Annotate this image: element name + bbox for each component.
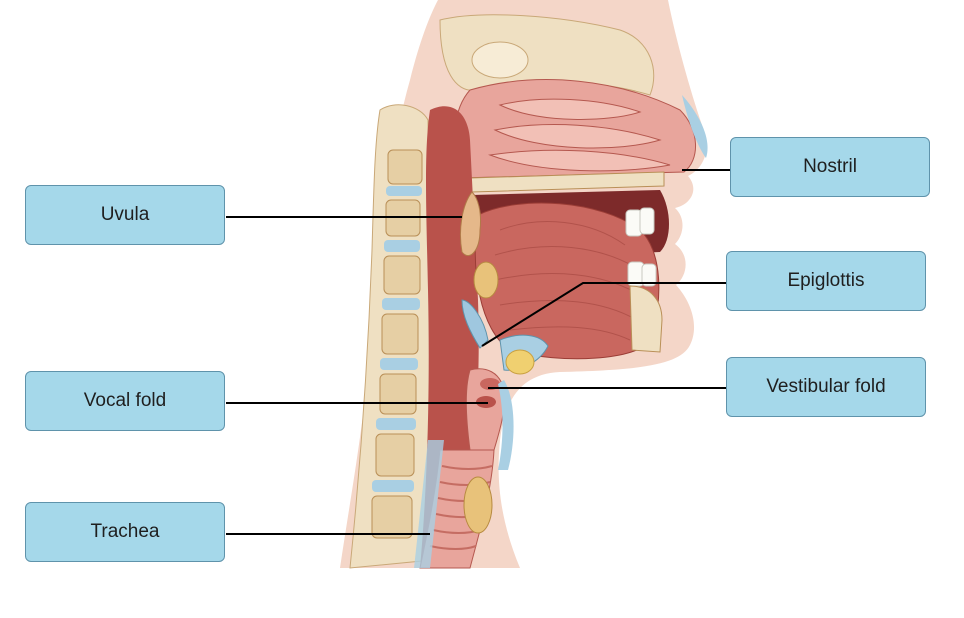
nostril-label-box[interactable]: Nostril [730, 137, 930, 197]
lingual-tonsil [473, 261, 499, 299]
thyroid-gland [463, 476, 493, 534]
nasal-cartilage [682, 95, 708, 158]
trachea-label-box[interactable]: Trachea [25, 502, 225, 562]
vertebrae [371, 149, 423, 539]
vocal-fold-label: Vocal fold [83, 390, 167, 411]
esophagus [414, 440, 444, 568]
epiglottis-label: Epiglottis [787, 270, 865, 291]
mandible [629, 285, 663, 353]
soft-palate [459, 191, 481, 257]
vestibular-fold-label-box[interactable]: Vestibular fold [726, 357, 926, 417]
vestibular-fold-label: Vestibular fold [766, 376, 886, 397]
nostril-label: Nostril [803, 156, 857, 177]
sphenoid-sinus [471, 41, 529, 79]
trachea-label: Trachea [90, 521, 160, 542]
thyroid-cartilage [498, 380, 514, 470]
leader-lines [226, 169, 730, 535]
intervertebral-discs [372, 186, 422, 492]
nasal-conchae [488, 98, 671, 172]
fat-pad [505, 349, 535, 375]
vocal-fold-label-box[interactable]: Vocal fold [25, 371, 225, 431]
epiglottis-label-box[interactable]: Epiglottis [726, 251, 926, 311]
epiglottis-leader-line [481, 282, 726, 347]
uvula-label-box[interactable]: Uvula [25, 185, 225, 245]
uvula-label: Uvula [100, 204, 150, 225]
